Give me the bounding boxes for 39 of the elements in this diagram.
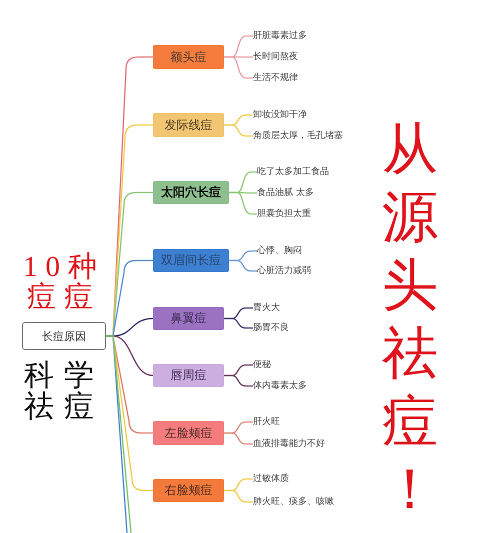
leaf-label: 胃火大 (253, 302, 280, 314)
headline-text: 10种痘痘 (22, 252, 106, 312)
leaf-label: 心脏活力减弱 (257, 265, 311, 277)
leaf-label: 血液排毒能力不好 (253, 438, 325, 450)
leaf-label: 肝脏毒素过多 (253, 30, 307, 42)
connector-line (224, 56, 253, 79)
leaf-label: 生活不规律 (253, 72, 298, 84)
branch-box: 左脸颊痘 (153, 421, 224, 445)
leaf-label: 食品油腻 太多 (257, 187, 314, 199)
branch-box: 额头痘 (153, 45, 224, 69)
leaf-label: 肺火旺、痰多、咳嗽 (253, 496, 334, 508)
leaf-label: 肠胃不良 (253, 322, 289, 334)
connector-line (224, 490, 253, 503)
branch-box: 双眉间长痘 (153, 249, 229, 272)
branch-box: 右脸颊痘 (153, 479, 224, 502)
branch-box: 太阳穴长痘 (153, 181, 229, 204)
connector-line (229, 192, 257, 215)
connector-line (224, 374, 253, 387)
leaf-label: 长时间熬夜 (253, 51, 298, 63)
leaf-label: 过敏体质 (253, 473, 289, 485)
connector-line (224, 432, 253, 445)
branch-box: 鼻翼痘 (153, 307, 224, 330)
connector-line (229, 260, 257, 272)
headline-text: 科学祛痘 (23, 360, 105, 422)
leaf-label: 体内毒素太多 (253, 380, 307, 392)
topic-box: 长痘原因 (22, 322, 106, 350)
connector-line (224, 318, 253, 329)
leaf-label: 便秘 (253, 359, 271, 371)
branch-box: 唇周痘 (153, 364, 224, 387)
slogan-text: 从源头祛痘！ (381, 118, 439, 523)
leaf-label: 卸妆没卸干净 (253, 109, 307, 121)
leaf-label: 胆囊负担太重 (257, 208, 311, 220)
leaf-label: 心悸、胸闷 (257, 245, 302, 257)
leaf-label: 吃了太多加工食品 (257, 166, 329, 178)
connector-line (224, 124, 253, 137)
leaf-label: 角质层太厚，毛孔堵塞 (253, 130, 343, 142)
connector-line (106, 335, 132, 533)
leaf-label: 肝火旺 (253, 416, 280, 428)
branch-box: 发际线痘 (153, 113, 224, 137)
